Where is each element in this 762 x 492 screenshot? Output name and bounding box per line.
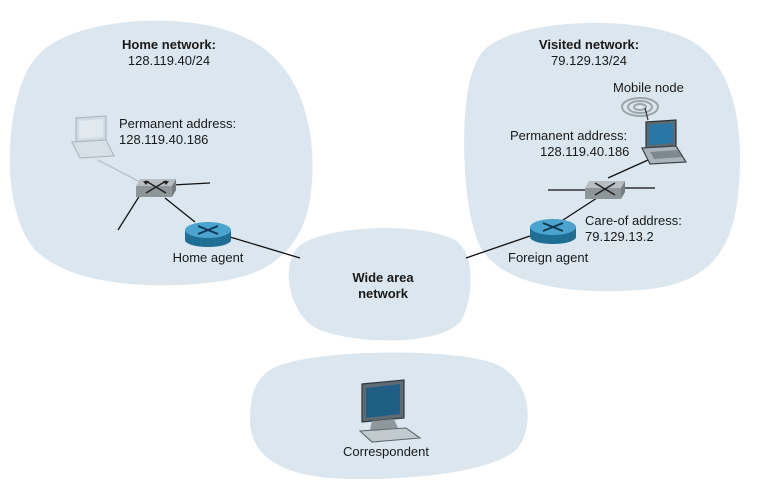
home-lan-segment: [117, 194, 141, 231]
foreign-agent-wan-link: [465, 235, 531, 259]
care-of-address-label: Care-of address:: [585, 213, 682, 228]
mobile-permanent-address-label: Permanent address:: [510, 128, 628, 143]
home-agent-router-icon: [185, 222, 231, 247]
home-switch-router-link: [164, 197, 196, 223]
foreign-agent-router-icon: [530, 219, 576, 244]
foreign-switch-router-link: [559, 195, 601, 223]
correspondent-label: Correspondent: [343, 444, 429, 459]
wan-cloud: [288, 228, 471, 341]
wan-label-line2: network: [358, 286, 408, 301]
home-switch-icon: [136, 179, 176, 197]
foreign-agent-label: Foreign agent: [508, 250, 589, 265]
wan-label-line1: Wide area: [352, 270, 414, 285]
home-laptop-address-label: Permanent address:: [119, 116, 237, 131]
home-network-title: Home network:: [122, 37, 216, 52]
home-lan-segment: [171, 182, 211, 186]
mobile-permanent-address-value: 128.119.40.186: [540, 144, 630, 159]
wireless-signal-icon: [621, 97, 659, 121]
correspondent-computer-icon: [358, 379, 422, 443]
mobile-node-link: [607, 159, 649, 179]
visited-switch-icon: [585, 181, 625, 199]
home-laptop-icon: [71, 115, 115, 159]
home-network-cloud: [9, 20, 313, 286]
mobile-node-label: Mobile node: [613, 80, 684, 95]
mobile-node-laptop-icon: [641, 119, 688, 165]
visited-network-prefix: 79.129.13/24: [551, 53, 627, 68]
home-network-prefix: 128.119.40/24: [127, 53, 211, 68]
laptop-link: [97, 159, 141, 183]
home-agent-label: Home agent: [172, 250, 244, 265]
care-of-address-value: 79.129.13.2: [585, 229, 654, 244]
home-agent-wan-link: [229, 236, 301, 259]
home-laptop-address-value: 128.119.40.186: [119, 132, 209, 147]
visited-network-title: Visited network:: [538, 37, 640, 52]
